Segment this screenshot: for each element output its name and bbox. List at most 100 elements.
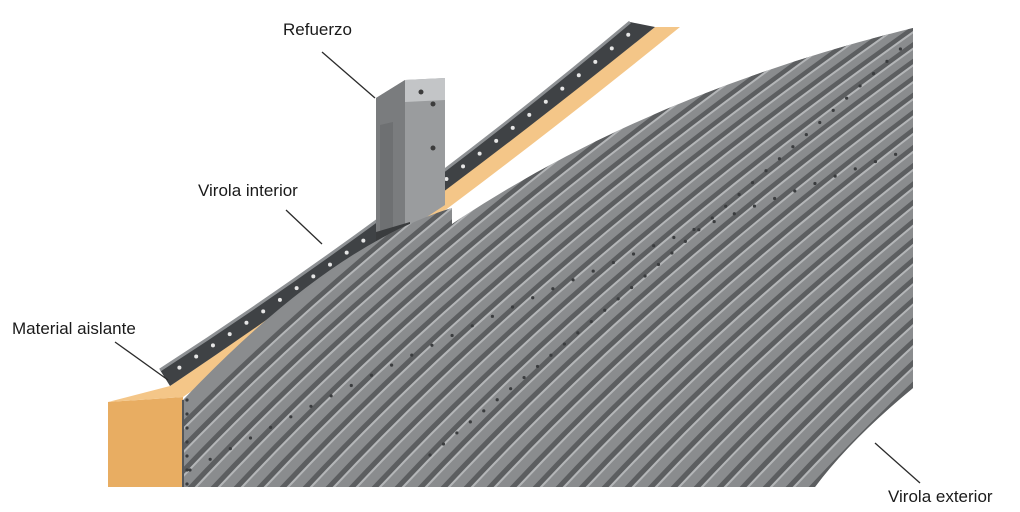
- bolt-hole: [611, 260, 615, 265]
- corrugation-highlight: [896, 28, 913, 487]
- corrugation-shadow: [729, 28, 913, 487]
- bolt-hole: [871, 72, 876, 76]
- bolt-hole: [845, 96, 849, 100]
- corrugation-shadow: [775, 28, 913, 487]
- corrugation-highlight: [321, 28, 913, 487]
- bolt-hole: [194, 354, 199, 359]
- bolt-hole: [522, 375, 526, 380]
- bolt-hole: [535, 364, 540, 369]
- bolt-hole: [490, 314, 494, 318]
- corrugation-shadow: [614, 28, 913, 487]
- bolt-hole: [551, 287, 555, 291]
- corrugation-shadow: [499, 28, 913, 487]
- bolt-hole: [208, 457, 212, 461]
- bolt-hole: [631, 252, 636, 256]
- corrugation-shadow: [453, 28, 913, 487]
- corrugation-highlight: [689, 28, 913, 487]
- bolt-hole: [289, 415, 293, 419]
- corrugation-shadow: [961, 0, 1020, 500]
- bolt-hole: [697, 228, 701, 232]
- bolt-hole: [269, 425, 273, 429]
- corrugation-highlight: [528, 28, 913, 487]
- bolt-hole: [349, 383, 353, 388]
- bolt-hole: [710, 216, 714, 220]
- bolt-hole: [873, 159, 878, 164]
- bolt-hole: [361, 238, 366, 243]
- bolt-hole: [527, 112, 532, 117]
- bolt-hole: [185, 398, 189, 402]
- corrugation-shadow: [637, 28, 913, 487]
- label-virola-exterior: Virola exterior: [888, 487, 993, 506]
- bolt-hole: [560, 86, 565, 91]
- bolt-hole: [712, 219, 716, 224]
- bolt-hole: [885, 59, 889, 63]
- outer-shell-bolt-holes: [185, 47, 903, 486]
- bolt-hole: [441, 442, 446, 446]
- corrugation-shadow: [984, 0, 1020, 500]
- bolt-hole: [390, 363, 394, 367]
- bolt-hole: [510, 305, 515, 309]
- corrugation-shadow: [384, 28, 913, 487]
- bolt-hole: [593, 59, 598, 64]
- bolt-hole: [188, 468, 192, 472]
- bolt-hole: [894, 152, 898, 156]
- corrugation-shadow: [683, 28, 913, 487]
- bolt-hole: [724, 204, 728, 208]
- bolt-hole: [509, 387, 513, 391]
- bolt-hole: [791, 145, 795, 149]
- corrugation-highlight: [574, 28, 913, 487]
- bolt-hole: [329, 394, 333, 398]
- bolt-hole: [430, 343, 434, 347]
- bolt-hole: [210, 343, 215, 348]
- bolt-hole: [773, 196, 777, 201]
- bolt-hole: [185, 482, 189, 486]
- bolt-hole: [294, 286, 299, 291]
- bolt-hole: [470, 324, 474, 328]
- bolt-hole: [737, 192, 741, 197]
- bolt-hole: [531, 296, 535, 300]
- bolt-hole: [468, 420, 472, 424]
- corrugation-shadow: [915, 0, 1020, 500]
- bolt-hole: [228, 447, 232, 451]
- corrugation-shadow: [545, 28, 913, 487]
- leader-line-virola-interior: [285, 209, 323, 245]
- bolt-hole: [461, 164, 466, 169]
- label-material-aislante: Material aislante: [12, 319, 136, 338]
- corrugation-highlight: [1012, 0, 1020, 500]
- corrugation-highlight: [781, 28, 913, 487]
- bolt-hole: [248, 436, 253, 440]
- bolt-hole: [643, 274, 647, 278]
- bolt-hole: [344, 250, 349, 255]
- corrugation-highlight: [551, 28, 913, 487]
- corrugation-highlight: [920, 0, 1020, 500]
- corrugation-highlight: [966, 0, 1020, 500]
- bolt-hole: [185, 468, 189, 472]
- bolt-hole: [477, 151, 482, 156]
- bolt-hole: [630, 285, 634, 290]
- corrugation-highlight: [482, 28, 913, 487]
- leader-line-virola-exterior: [874, 442, 921, 484]
- bolt-hole: [652, 244, 656, 248]
- bolt-hole: [750, 181, 755, 185]
- corrugation-shadow: [568, 28, 913, 487]
- label-virola-interior: Virola interior: [198, 181, 298, 200]
- insulation-front-face: [108, 397, 183, 487]
- bolt-hole: [185, 412, 189, 416]
- corrugation-highlight: [989, 0, 1020, 500]
- bolt-hole: [244, 320, 249, 325]
- bolt-hole: [455, 431, 459, 435]
- bolt-hole: [813, 181, 817, 186]
- corrugation-highlight: [666, 28, 913, 487]
- bolt-hole: [261, 309, 266, 314]
- bolt-hole: [549, 353, 553, 357]
- bolt-hole: [428, 453, 432, 457]
- corrugation-highlight: [620, 28, 913, 487]
- corrugation-highlight: [943, 0, 1020, 500]
- bolt-hole: [670, 251, 674, 255]
- leader-line-material-aislante: [114, 341, 169, 381]
- bolt-hole: [227, 332, 232, 337]
- corrugation-shadow: [522, 28, 913, 487]
- bolt-hole: [185, 426, 189, 430]
- corrugation-shadow: [660, 28, 913, 487]
